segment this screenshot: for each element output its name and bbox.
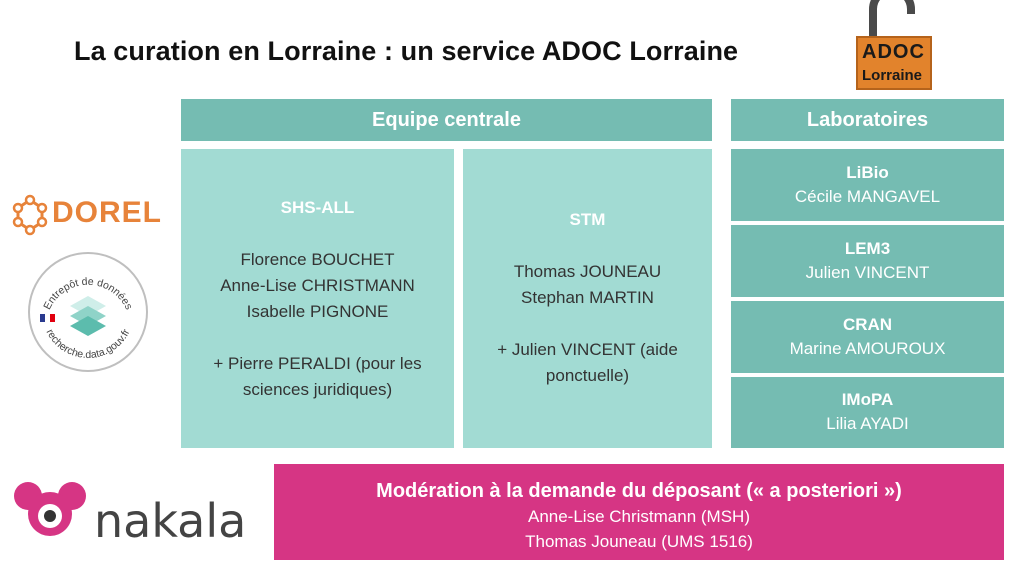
moderation-line: Anne-Lise Christmann (MSH): [527, 507, 750, 526]
moderation-title: Modération à la demande du déposant (« a…: [376, 480, 902, 502]
french-flag-icon: [40, 314, 55, 322]
stm-panel: STM Thomas JOUNEAU Stephan MARTIN + Juli…: [463, 149, 712, 448]
entrepot-logo-graphic: Entrepôt de données recherche.data.gouv.…: [40, 276, 135, 361]
lab-name: CRAN: [842, 315, 893, 334]
moderation-line: Thomas Jouneau (UMS 1516): [525, 532, 753, 551]
lab-person: Lilia AYADI: [826, 414, 909, 433]
stm-extra-line: ponctuelle): [545, 366, 630, 385]
lab-box-lem3: LEM3 Julien VINCENT: [731, 225, 1004, 297]
shs-all-panel: SHS-ALL Florence BOUCHET Anne-Lise CHRIS…: [181, 149, 454, 448]
stm-title: STM: [569, 210, 606, 229]
adoc-lorraine-logo: ADOC Lorraine: [856, 0, 934, 92]
koala-icon: [14, 482, 86, 536]
shs-extra-line: sciences juridiques): [242, 380, 393, 399]
dorel-logo-text: DOREL: [52, 196, 162, 229]
entrepot-logo: Entrepôt de données recherche.data.gouv.…: [28, 252, 148, 372]
lab-person: Marine AMOUROUX: [789, 339, 946, 358]
shs-member: Isabelle PIGNONE: [246, 302, 389, 321]
lock-body: ADOC Lorraine: [856, 36, 932, 90]
shs-all-title: SHS-ALL: [280, 198, 355, 217]
dorel-logo: DOREL: [8, 190, 162, 240]
lab-name: LEM3: [844, 239, 891, 258]
shs-member: Anne-Lise CHRISTMANN: [220, 276, 415, 295]
labs-header: Laboratoires: [731, 99, 1004, 141]
lab-name: IMoPA: [841, 390, 894, 409]
lab-name: LiBio: [846, 163, 889, 182]
stm-extra-line: + Julien VINCENT (aide: [497, 340, 678, 359]
lab-box-imopa: IMoPA Lilia AYADI: [731, 377, 1004, 448]
stm-member: Stephan MARTIN: [521, 288, 654, 307]
lab-person: Cécile MANGAVEL: [794, 187, 941, 206]
adoc-logo-line2: Lorraine: [862, 67, 923, 84]
nakala-logo: nakala: [12, 460, 246, 560]
nakala-logo-text: nakala: [94, 494, 247, 548]
lab-box-libio: LiBio Cécile MANGAVEL: [731, 149, 1004, 221]
shs-extra-line: + Pierre PERALDI (pour les: [213, 354, 422, 373]
stm-member: Thomas JOUNEAU: [513, 262, 662, 281]
dorel-molecule-icon: [12, 194, 48, 236]
layers-icon: [70, 296, 106, 336]
central-team-header: Equipe centrale: [181, 99, 712, 141]
moderation-box: Modération à la demande du déposant (« a…: [274, 464, 1004, 560]
lab-person: Julien VINCENT: [805, 263, 930, 282]
page-title: La curation en Lorraine : un service ADO…: [74, 36, 739, 66]
lab-box-cran: CRAN Marine AMOUROUX: [731, 301, 1004, 373]
shs-member: Florence BOUCHET: [240, 250, 395, 269]
adoc-logo-line1: ADOC: [862, 41, 925, 63]
